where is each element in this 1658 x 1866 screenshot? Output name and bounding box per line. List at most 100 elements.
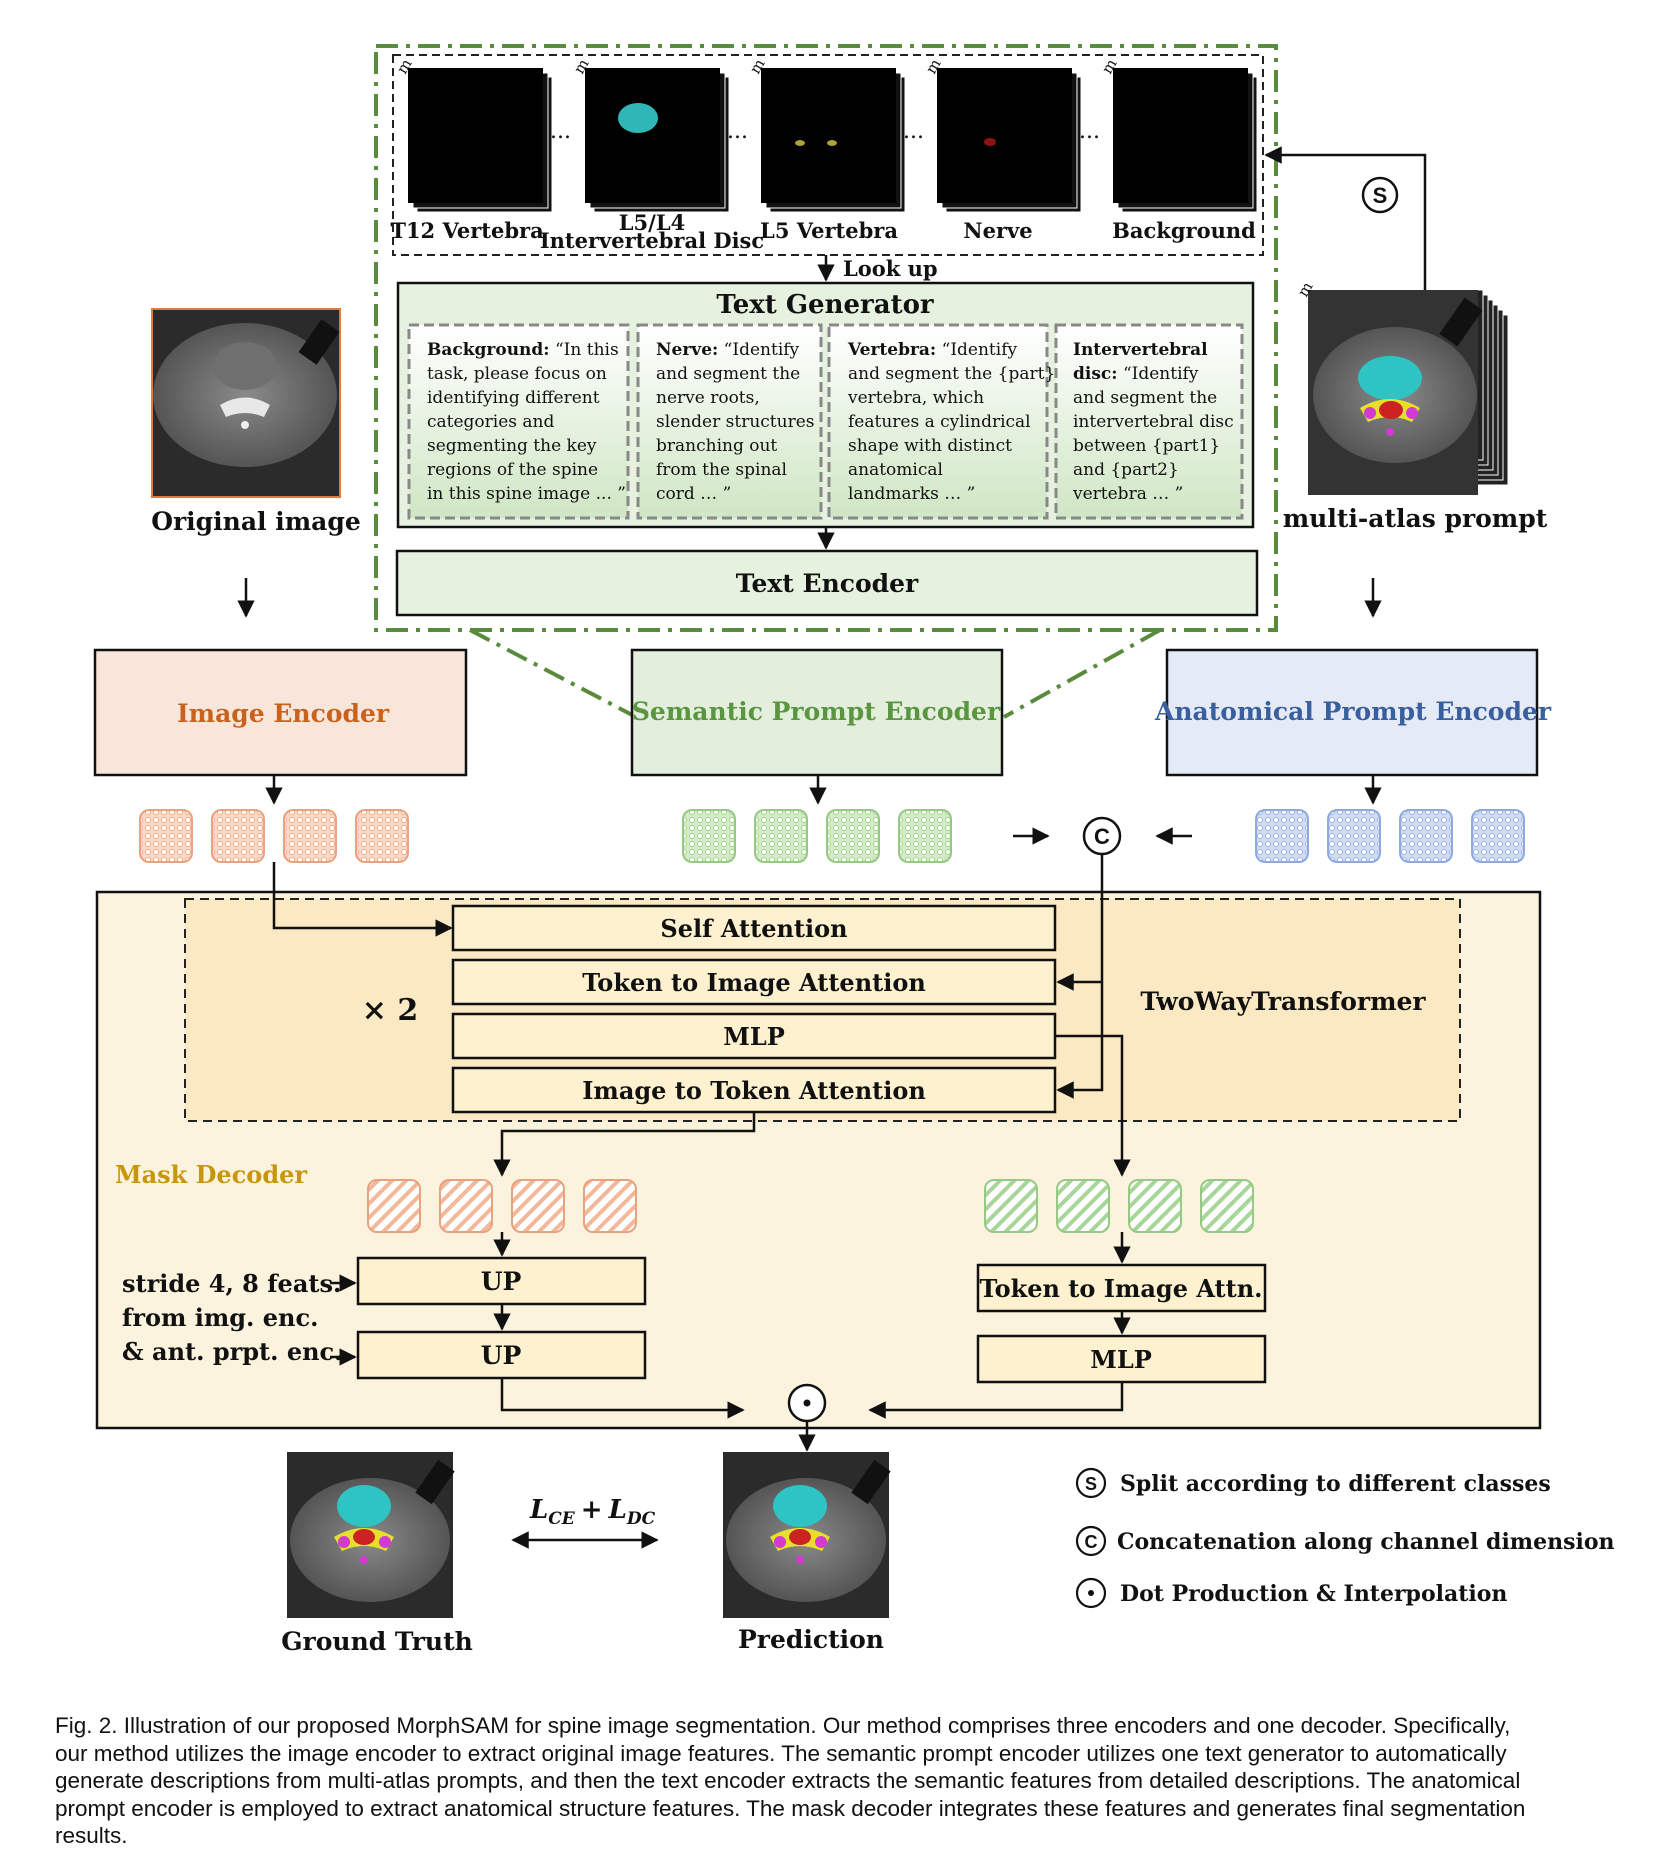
legend-split-symbol: S <box>1085 1474 1097 1494</box>
text-generator-title: Text Generator <box>716 290 934 320</box>
decoder-prompt-tokens <box>984 1179 1254 1233</box>
caption-line: results. <box>55 1823 128 1848</box>
image-to-token-attention-label: Image to Token Attention <box>582 1076 926 1105</box>
card-line: vertebra … ” <box>1072 484 1183 504</box>
card-line: and segment the {part} <box>848 364 1055 384</box>
atlas-label-background: Background <box>1112 218 1256 243</box>
description-card-background: Background: “In this task, please focus o… <box>407 323 630 520</box>
card-line: Intervertebral <box>1073 340 1208 360</box>
legend-split-text: Split according to different classes <box>1120 1471 1551 1497</box>
mlp-layer <box>451 1012 1057 1060</box>
card-line: disc: “Identify <box>1073 364 1199 384</box>
lookup-label: Look up <box>843 256 938 281</box>
description-card-nerve: Nerve: “Identify and segment the nerve roo… <box>636 323 823 520</box>
atlas-ellipsis: ... <box>727 119 748 144</box>
image-branch-arrow <box>493 1112 756 1177</box>
card-line: nerve roots, <box>656 388 760 408</box>
semantic-prompt-encoder-box <box>630 648 1004 777</box>
atlas-ellipsis: ... <box>903 119 924 144</box>
original-image-label: Original image <box>151 507 361 536</box>
decoder-mlp-label: MLP <box>1090 1345 1152 1374</box>
semantic-detail-frame <box>374 44 1278 632</box>
mask-decoder-title: Mask Decoder <box>115 1160 307 1189</box>
token-to-image-attn-label: Token to Image Attn. <box>979 1274 1262 1303</box>
prediction-label: Prediction <box>738 1625 884 1654</box>
concat-to-image-to-token-arrow <box>1056 854 1104 1099</box>
split-arrow <box>1264 146 1427 290</box>
transformer-name-label: TwoWayTransformer <box>1140 987 1426 1016</box>
multi-atlas-label: multi-atlas prompt <box>1283 504 1548 533</box>
card-line: slender structures <box>656 412 815 432</box>
semantic-prompt-encoder-label: Semantic Prompt Encoder <box>632 697 1001 726</box>
atlas-ellipsis: ... <box>550 119 571 144</box>
card-line: shape with distinct <box>848 436 1012 456</box>
card-line: identifying different <box>427 388 600 408</box>
atlas-label-l5l4: L5/L4 <box>619 210 685 235</box>
transformer-repeat-label: × 2 <box>362 993 418 1028</box>
mlp-to-token-branch-arrow <box>1055 1034 1131 1177</box>
original-ct-image <box>151 308 341 498</box>
token-to-image-attention-label: Token to Image Attention <box>582 968 926 997</box>
figure-caption: Fig. 2. Illustration of our proposed Mor… <box>55 1712 1615 1850</box>
description-card-vertebra: Vertebra: “Identify and segment the {part… <box>827 323 1055 520</box>
card-line: landmarks … ” <box>848 484 975 504</box>
legend-split-icon <box>1075 1467 1107 1499</box>
up-block-2 <box>356 1330 647 1380</box>
atlas-ellipsis: ... <box>1079 119 1100 144</box>
atlas-stack-t12 <box>408 68 553 213</box>
card-line: categories and <box>427 412 555 432</box>
loss-label: LCE+LDC <box>529 1495 656 1529</box>
image-encoder-box <box>93 648 468 777</box>
card-line: between {part1} <box>1073 436 1220 456</box>
card-line: Nerve: “Identify <box>656 340 800 360</box>
self-attention-layer <box>451 904 1057 952</box>
self-attention-label: Self Attention <box>660 914 847 943</box>
legend-dot-center <box>1088 1590 1094 1596</box>
token-to-image-attention-layer <box>451 958 1057 1006</box>
card-line: cord … ” <box>656 484 731 504</box>
up-block-1 <box>356 1256 647 1306</box>
card-line: vertebra, which <box>847 388 984 408</box>
card-line: in this spine image ... ” <box>427 484 626 504</box>
text-encoder-label: Text Encoder <box>736 569 919 598</box>
side-note-line: & ant. prpt. enc. <box>122 1337 343 1366</box>
decoder-mlp-block <box>976 1334 1267 1384</box>
mlp-to-dot-arrow <box>868 1382 1124 1419</box>
caption-line: prompt encoder is employed to extract an… <box>55 1795 1526 1821</box>
image-encoder-label: Image Encoder <box>177 699 390 728</box>
image-feature-tokens <box>139 809 409 863</box>
multi-atlas-image-stack <box>1308 289 1509 495</box>
legend: S Split according to different classes C… <box>1075 1467 1614 1609</box>
ground-truth-image <box>287 1452 455 1618</box>
card-line: intervertebral disc <box>1073 412 1234 432</box>
up-block-2-label: UP <box>481 1341 522 1370</box>
caption-line: generate descriptions from multi-atlas p… <box>55 1768 1521 1793</box>
atlas-label-disc: Intervertebral Disc <box>540 228 764 253</box>
atlas-label-nerve: Nerve <box>963 218 1032 243</box>
card-line: anatomical <box>848 460 943 480</box>
token-to-image-attn-block <box>976 1263 1267 1313</box>
up-to-dot-arrow <box>500 1378 745 1419</box>
card-line: regions of the spine <box>427 460 598 480</box>
zoom-connector-left <box>469 628 637 719</box>
decoder-image-tokens <box>367 1179 637 1233</box>
legend-concat-symbol: C <box>1085 1532 1098 1552</box>
dot-product-center <box>803 1399 811 1407</box>
ground-truth-label: Ground Truth <box>281 1627 473 1656</box>
card-line: segmenting the key <box>427 436 597 456</box>
card-line: task, please focus on <box>427 364 607 384</box>
atlas-label-t12: T12 Vertebra <box>390 218 544 243</box>
atlas-group-frame <box>392 54 1264 256</box>
anatomical-feature-tokens <box>1255 809 1525 863</box>
caption-line: our method utilizes the image encoder to… <box>55 1740 1507 1766</box>
card-line: and segment the <box>656 364 800 384</box>
side-note-line: from img. enc. <box>122 1303 318 1332</box>
card-line: branching out <box>656 436 777 456</box>
up-block-1-label: UP <box>481 1267 522 1296</box>
card-line: Background: “In this <box>427 340 619 360</box>
atlas-stack-l5 <box>761 68 906 213</box>
side-note-line: stride 4, 8 feats. <box>122 1269 341 1298</box>
semantic-feature-tokens <box>682 809 952 863</box>
card-line: Vertebra: “Identify <box>847 340 1017 360</box>
